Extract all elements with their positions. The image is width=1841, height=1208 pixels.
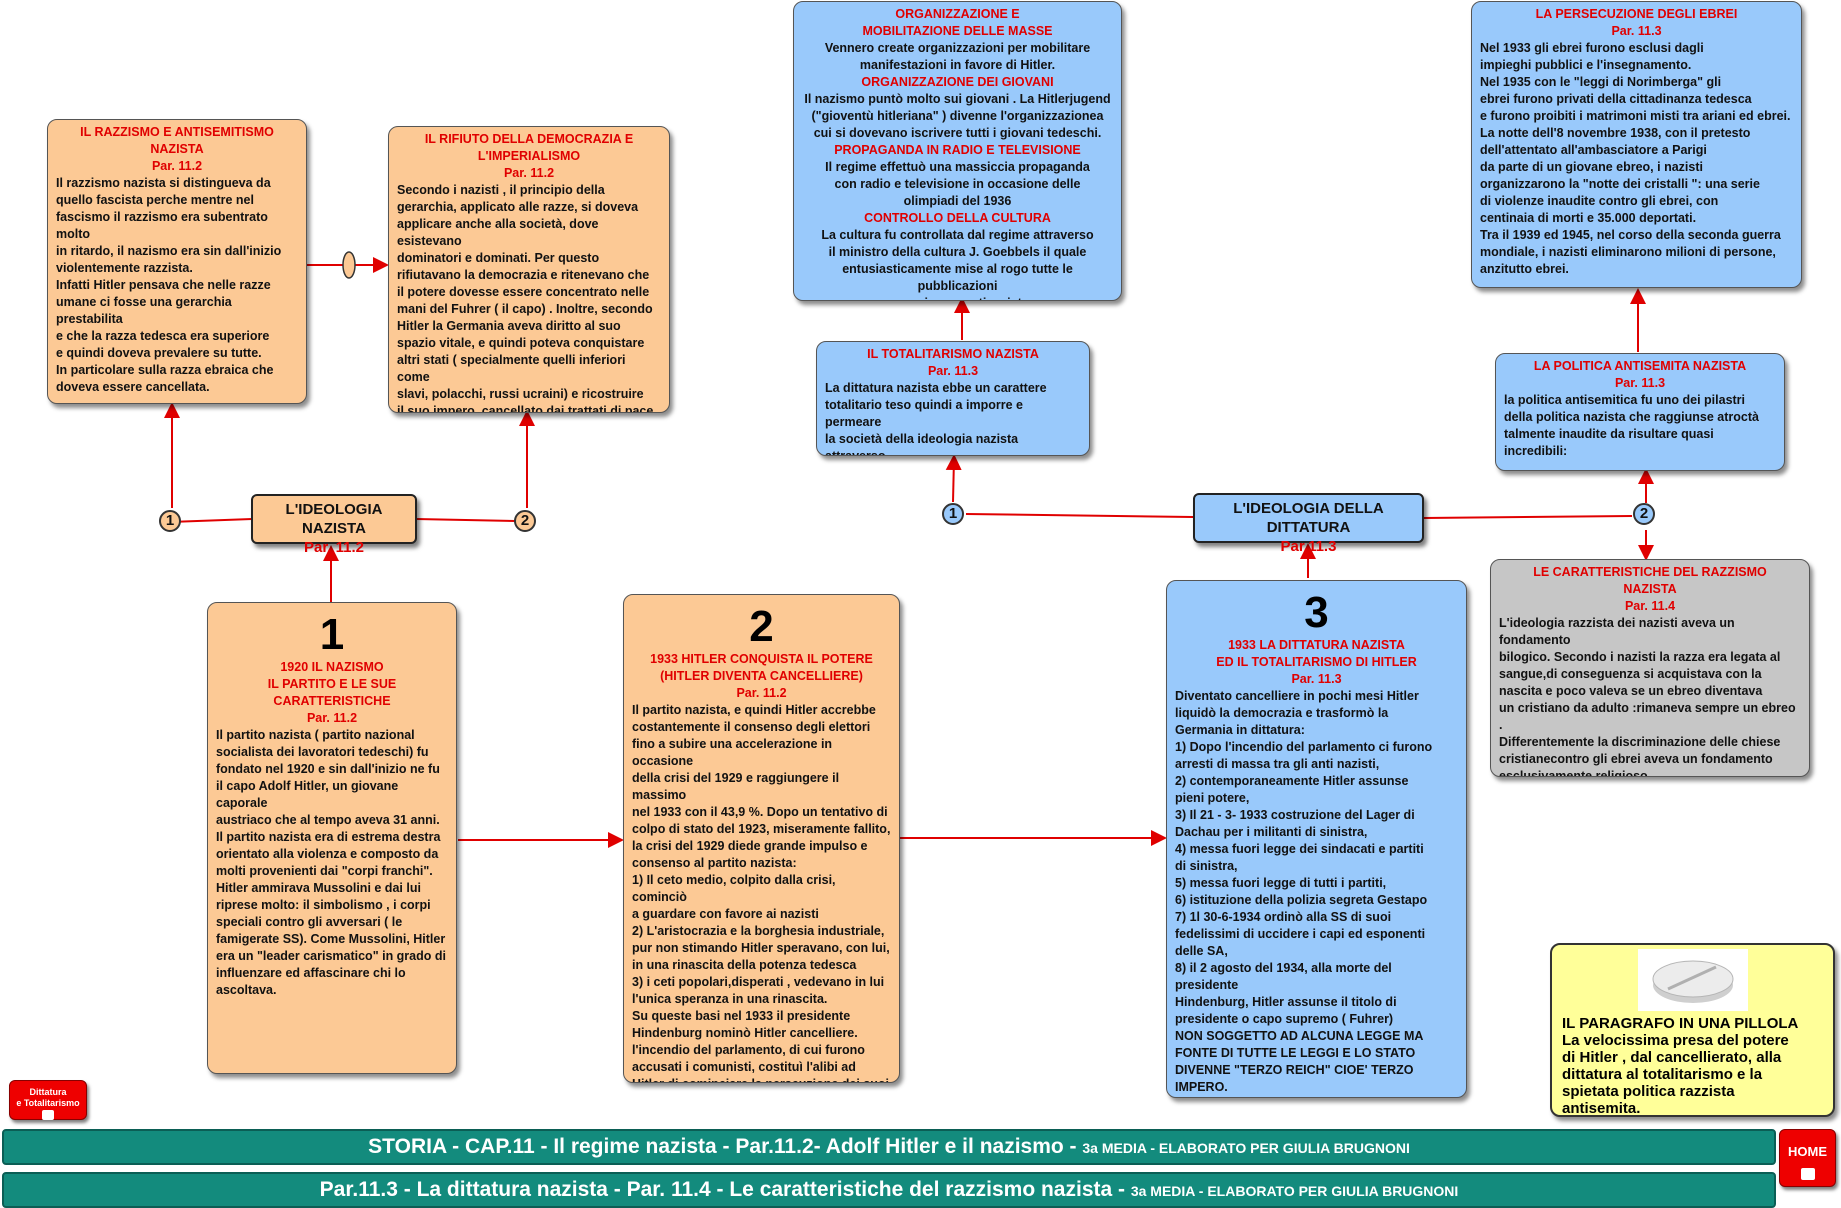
footer-credit: 3a MEDIA - ELABORATO PER GIULIA BRUGNONI	[1130, 1183, 1459, 1199]
section-body: Vennero create organizzazioni per mobili…	[824, 41, 1091, 72]
node-1-left[interactable]: 1	[159, 510, 181, 532]
section-body: La cultura fu controllata dal regime att…	[821, 228, 1094, 300]
hub-paragraph-ref: Par.11.3	[1280, 538, 1337, 555]
section-title: ORGANIZZAZIONE E MOBILITAZIONE DELLE MAS…	[862, 7, 1053, 38]
box-title: LA PERSECUZIONE DEGLI EBREI	[1535, 7, 1738, 21]
section-title: ORGANIZZAZIONE DEI GIOVANI	[861, 75, 1054, 89]
box-body: La dittatura nazista ebbe un carattere t…	[825, 381, 1047, 456]
box-body: Nel 1933 gli ebrei furono esclusi dagli …	[1480, 41, 1791, 276]
box-paragraph-ref: Par. 11.2	[151, 159, 203, 173]
footer-credit: 3a MEDIA - ELABORATO PER GIULIA BRUGNONI	[1082, 1140, 1410, 1156]
box-paragraph-ref: Par. 11.4	[1624, 599, 1676, 613]
button-label: HOME	[1788, 1144, 1827, 1159]
section-propaganda: PROPAGANDA IN RADIO E TELEVISIONE Il reg…	[802, 142, 1113, 210]
footer-line-2: Par.11.3 - La dittatura nazista - Par. 1…	[2, 1172, 1776, 1208]
footer-title: Par.11.3 - La dittatura nazista - Par. 1…	[319, 1178, 1131, 1201]
section-body: Il nazismo puntò molto sui giovani . La …	[804, 92, 1111, 140]
home-button[interactable]: HOME	[1779, 1129, 1836, 1187]
box-body: Il partito nazista, e quindi Hitler accr…	[632, 703, 891, 1082]
razzismo-antisemitismo-box: IL RAZZISMO E ANTISEMITISMO NAZISTA Par.…	[47, 119, 307, 404]
box-paragraph-ref: Par. 11.3	[927, 364, 979, 378]
box-body: Il razzismo nazista si distingueva da qu…	[56, 176, 282, 394]
home-icon	[1800, 1168, 1815, 1180]
section-controllo-cultura: CONTROLLO DELLA CULTURA La cultura fu co…	[802, 210, 1113, 300]
node-2-left[interactable]: 2	[514, 510, 536, 532]
nazismo-partito-box: 1 1920 IL NAZISMO IL PARTITO E LE SUE CA…	[207, 602, 457, 1074]
section-title: CONTROLLO DELLA CULTURA	[864, 211, 1051, 225]
footer-line-1: STORIA - CAP.11 - Il regime nazista - Pa…	[2, 1129, 1776, 1165]
organizzazione-masse-box: ORGANIZZAZIONE E MOBILITAZIONE DELLE MAS…	[793, 1, 1122, 301]
box-paragraph-ref: Par. 11.2	[306, 711, 358, 725]
box-title: IL RIFIUTO DELLA DEMOCRAZIA E L'IMPERIAL…	[424, 132, 634, 163]
section-body: Il regime effettuò una massiccia propaga…	[825, 160, 1090, 208]
pill-summary: IL PARAGRAFO IN UNA PILLOLA La velocissi…	[1562, 1015, 1799, 1117]
paragrafo-pillola-box: IL PARAGRAFO IN UNA PILLOLA La velocissi…	[1550, 943, 1835, 1117]
box-title: 1933 LA DITTATURA NAZISTA ED IL TOTALITA…	[1216, 638, 1417, 669]
hub-ideologia-nazista[interactable]: L'IDEOLOGIA NAZISTA Par. 11.2	[251, 494, 417, 556]
section-title: PROPAGANDA IN RADIO E TELEVISIONE	[834, 143, 1081, 157]
node-2-right[interactable]: 2	[1633, 503, 1655, 525]
box-paragraph-ref: Par. 11.2	[736, 686, 787, 700]
home-icon	[42, 1110, 54, 1120]
hitler-conquista-potere-box: 2 1933 HITLER CONQUISTA IL POTERE (HITLE…	[623, 594, 900, 1083]
box-paragraph-ref: Par. 11.3	[1611, 24, 1662, 38]
box-title: LA POLITICA ANTISEMITA NAZISTA	[1533, 359, 1747, 373]
box-title: 1920 IL NAZISMO IL PARTITO E LE SUE CARA…	[267, 660, 397, 708]
node-1-right[interactable]: 1	[942, 503, 964, 525]
totalitarismo-nazista-box: IL TOTALITARISMO NAZISTA Par. 11.3 La di…	[816, 341, 1090, 456]
box-body: Il partito nazista ( partito nazional so…	[216, 728, 446, 997]
hub-ideologia-dittatura[interactable]: L'IDEOLOGIA DELLA DITTATURA Par.11.3	[1193, 493, 1424, 555]
hub-paragraph-ref: Par. 11.2	[303, 539, 365, 556]
caratteristiche-razzismo-box: LE CARATTERISTICHE DEL RAZZISMO NAZISTA …	[1490, 559, 1810, 777]
step-number: 3	[1304, 588, 1329, 637]
box-title: LE CARATTERISTICHE DEL RAZZISMO NAZISTA	[1533, 565, 1767, 596]
dittatura-nazista-box: 3 1933 LA DITTATURA NAZISTA ED IL TOTALI…	[1166, 580, 1467, 1098]
box-paragraph-ref: Par. 11.3	[1291, 672, 1342, 686]
box-title: 1933 HITLER CONQUISTA IL POTERE (HITLER …	[650, 652, 873, 683]
dittatura-totalitarismo-button[interactable]: Dittatura e Totalitarismo	[9, 1080, 87, 1120]
politica-antisemita-box: LA POLITICA ANTISEMITA NAZISTA Par. 11.3…	[1495, 353, 1785, 471]
box-paragraph-ref: Par. 11.2	[503, 166, 555, 180]
hub-title: L'IDEOLOGIA NAZISTA	[285, 501, 383, 537]
step-number: 2	[749, 602, 774, 651]
section-organizzazione-masse: ORGANIZZAZIONE E MOBILITAZIONE DELLE MAS…	[802, 6, 1113, 74]
hub-title: L'IDEOLOGIA DELLA DITTATURA	[1233, 500, 1384, 536]
box-title: IL TOTALITARISMO NAZISTA	[867, 347, 1039, 361]
box-body: la politica antisemitica fu uno dei pila…	[1504, 393, 1759, 458]
box-body: Diventato cancelliere in pochi mesi Hitl…	[1175, 689, 1433, 1094]
rifiuto-democrazia-box: IL RIFIUTO DELLA DEMOCRAZIA E L'IMPERIAL…	[388, 126, 670, 413]
section-organizzazione-giovani: ORGANIZZAZIONE DEI GIOVANI Il nazismo pu…	[802, 74, 1113, 142]
footer-title: STORIA - CAP.11 - Il regime nazista - Pa…	[368, 1135, 1083, 1158]
box-body: L'ideologia razzista dei nazisti aveva u…	[1499, 616, 1796, 777]
box-body: Secondo i nazisti , il principio della g…	[397, 183, 654, 413]
persecuzione-ebrei-box: LA PERSECUZIONE DEGLI EBREI Par. 11.3 Ne…	[1471, 1, 1802, 288]
box-paragraph-ref: Par. 11.3	[1614, 376, 1666, 390]
pill-icon	[1637, 949, 1748, 1011]
step-number: 1	[319, 610, 345, 659]
button-label: Dittatura e Totalitarismo	[16, 1087, 80, 1108]
box-title: IL RAZZISMO E ANTISEMITISMO NAZISTA	[80, 125, 274, 156]
